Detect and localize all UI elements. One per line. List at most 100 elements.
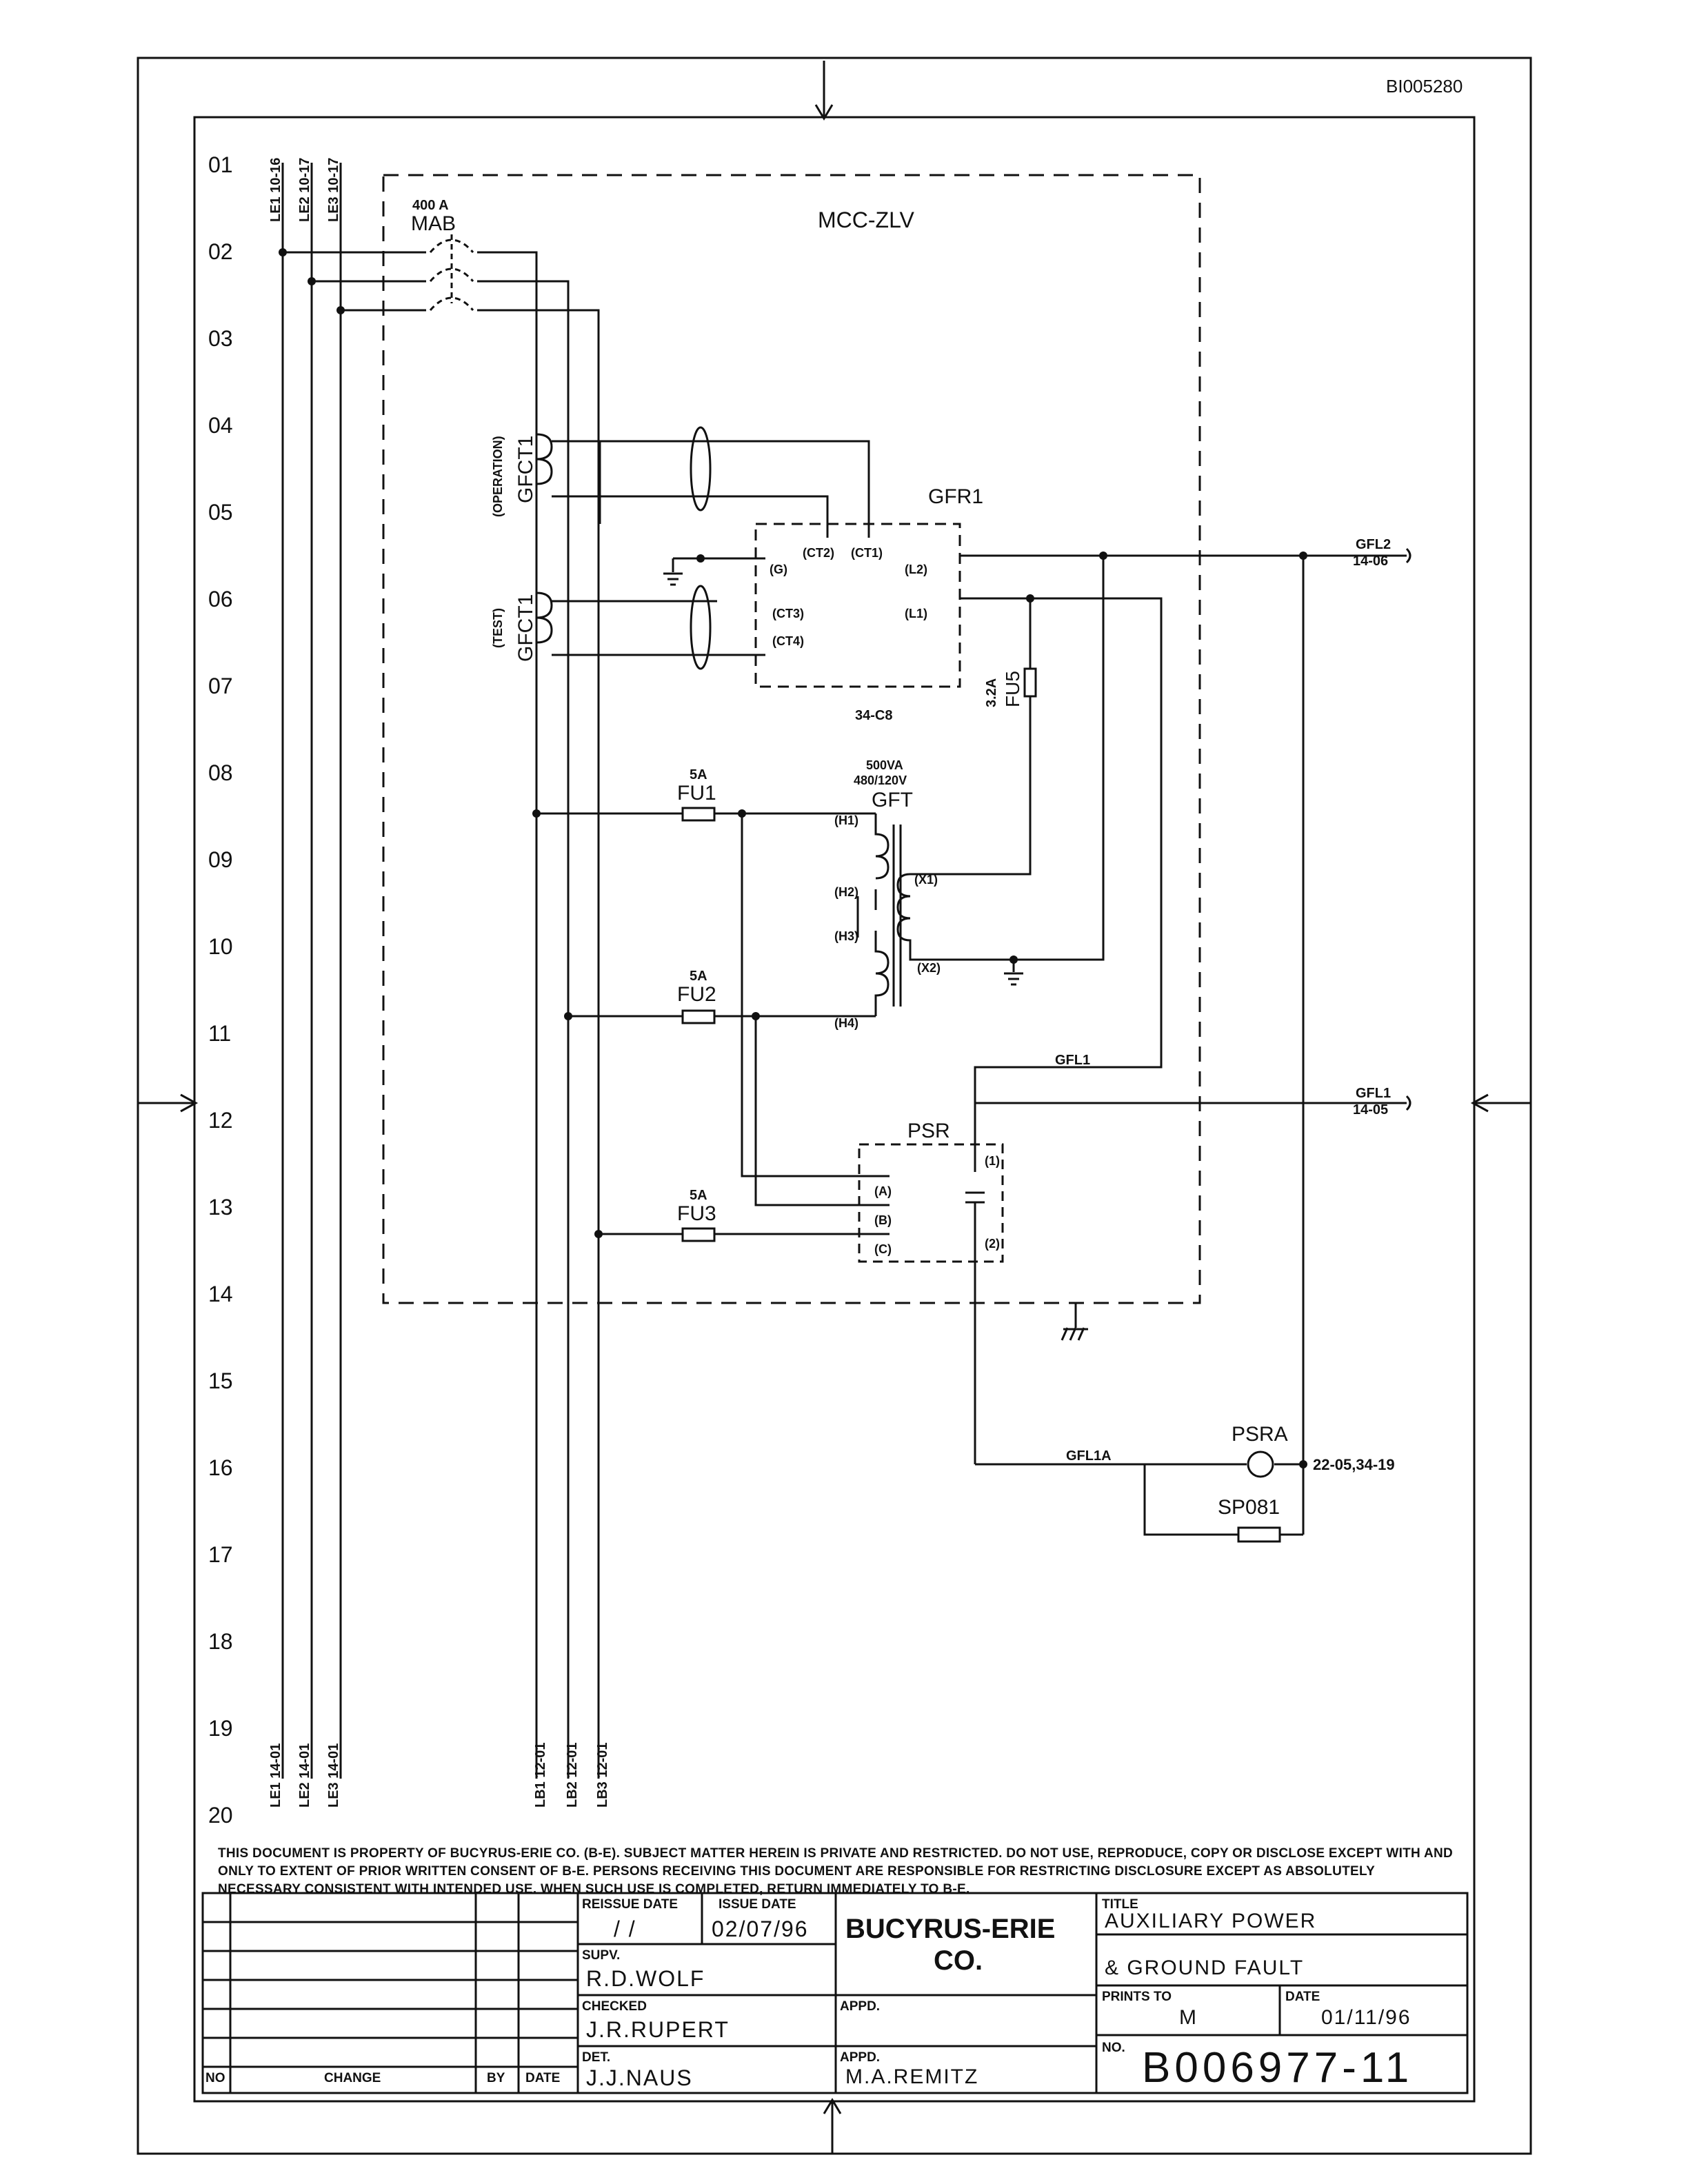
mab-breaker [429,234,474,311]
rev-no-header: NO [205,2071,225,2085]
gfr-g: (G) [770,563,787,576]
junction-12 [594,1230,603,1238]
gfct-operation [536,433,696,524]
sp081-bypass [1143,1464,1303,1536]
checked-value: J.R.RUPERT [586,2017,730,2042]
zone-label: 06 [208,587,233,611]
mab-label: MAB [411,212,456,235]
cable-label: LB3 12-01 [595,1743,610,1808]
junction-3 [336,306,345,314]
junction-8 [532,809,541,818]
cable-label: LB1 12-01 [533,1743,548,1808]
psra-ref: 22-05,34-19 [1313,1456,1395,1473]
supv-value: R.D.WOLF [586,1966,705,1991]
issue-date-label: ISSUE DATE [719,1897,796,1912]
junction-9 [738,809,746,818]
top-center-arrow [814,61,834,121]
zone-label: 01 [208,152,233,177]
appd2-value: M.A.REMITZ [845,2065,979,2088]
gfr-ground-wire [663,557,765,586]
gfct-test-note: (TEST) [491,608,505,648]
cable-label: LE3 14-01 [326,1743,341,1808]
inner-border [193,116,1476,2103]
gfr1-box [754,523,961,688]
fu5-rating: 3.2A [984,678,999,707]
junction-4 [696,554,705,563]
gfl1-label: GFL1 [1356,1086,1391,1101]
cable-bundle-1 [690,426,712,512]
ct-wiring [696,440,870,656]
fu5-fuse [1023,667,1037,698]
psr-feed-a [741,813,890,1177]
junction-6 [1299,552,1307,560]
gfct-op-note: (OPERATION) [491,436,505,517]
psr-box [858,1143,1004,1263]
gfr-ct3: (CT3) [772,607,804,620]
junction-7 [1026,594,1034,603]
outer-border [137,57,1532,2155]
gfct-test [536,592,696,656]
gfr-ct2: (CT2) [803,546,834,560]
sp081-resistor [1237,1526,1281,1543]
no-label: NO. [1102,2041,1125,2055]
gfl1-terminal [1405,1095,1411,1111]
cable-bundle-2 [690,585,712,670]
supv-label: SUPV. [582,1948,621,1963]
drawing-number: B006977-11 [1142,2044,1414,2092]
gfct-test-label: GFCT1 [514,594,537,662]
company-suffix: CO. [934,1945,983,1976]
gfr-ref: 34-C8 [855,708,892,723]
sp081-label: SP081 [1218,1496,1280,1519]
gfr-l1: (L1) [905,607,927,620]
zone-label: 19 [208,1716,233,1741]
zone-label: 03 [208,326,233,351]
gfl2-label: GFL2 [1356,537,1391,552]
rev-date-header: DATE [525,2071,561,2085]
date-label: DATE [1285,1990,1320,2004]
appd1-label: APPD. [840,1999,881,2014]
cable-label: LE1 14-01 [268,1743,283,1808]
reissue-date-value: / / [614,1917,636,1941]
fu2-rating: 5A [690,969,707,984]
zone-label: 09 [208,847,233,872]
junction-5 [1099,552,1107,560]
reissue-date-label: REISSUE DATE [582,1897,679,1912]
cable-label: LB2 12-01 [565,1743,580,1808]
gfl2-ref: 14-06 [1353,554,1388,569]
rev-change-header: CHANGE [324,2071,381,2085]
zone-label: 12 [208,1108,233,1133]
bottom-center-arrow [823,2098,842,2154]
doc-id: BI005280 [1386,76,1463,97]
gft-va: 500VA [866,758,903,772]
x2-ground [1004,960,1023,986]
mcc-label: MCC-ZLV [818,208,915,232]
zone-label: 17 [208,1542,233,1567]
fu5-label: FU5 [1002,671,1023,707]
checked-label: CHECKED [582,1999,647,2014]
zone-label: 08 [208,760,233,785]
cable-label: LE2 10-17 [297,158,312,222]
issue-date-value: 02/07/96 [712,1917,809,1941]
zone-label: 02 [208,239,233,264]
feeder-3 [341,309,600,1779]
gft-secondary [896,873,1014,961]
zone-label: 07 [208,674,233,698]
gfr-ct1: (CT1) [851,546,883,560]
zone-label: 10 [208,934,233,959]
company-name: BUCYRUS-ERIE [845,1914,1056,1944]
gfl2-terminal [1405,547,1411,564]
prints-to-label: PRINTS TO [1102,1990,1172,2004]
fu2-fuse [681,1009,716,1024]
zone-label: 20 [208,1803,233,1828]
gfl1a-label: GFL1A [1066,1448,1112,1464]
enclosure-ground [1061,1303,1088,1341]
zone-label: 11 [208,1021,231,1046]
cable-label: LE2 14-01 [297,1743,312,1808]
l1-line [960,597,1407,1104]
psr-1: (1) [985,1154,1000,1168]
gfr-ct4: (CT4) [772,634,804,648]
junction-2 [308,277,316,285]
fu3-rating: 5A [690,1188,707,1203]
zone-label: 18 [208,1629,233,1654]
